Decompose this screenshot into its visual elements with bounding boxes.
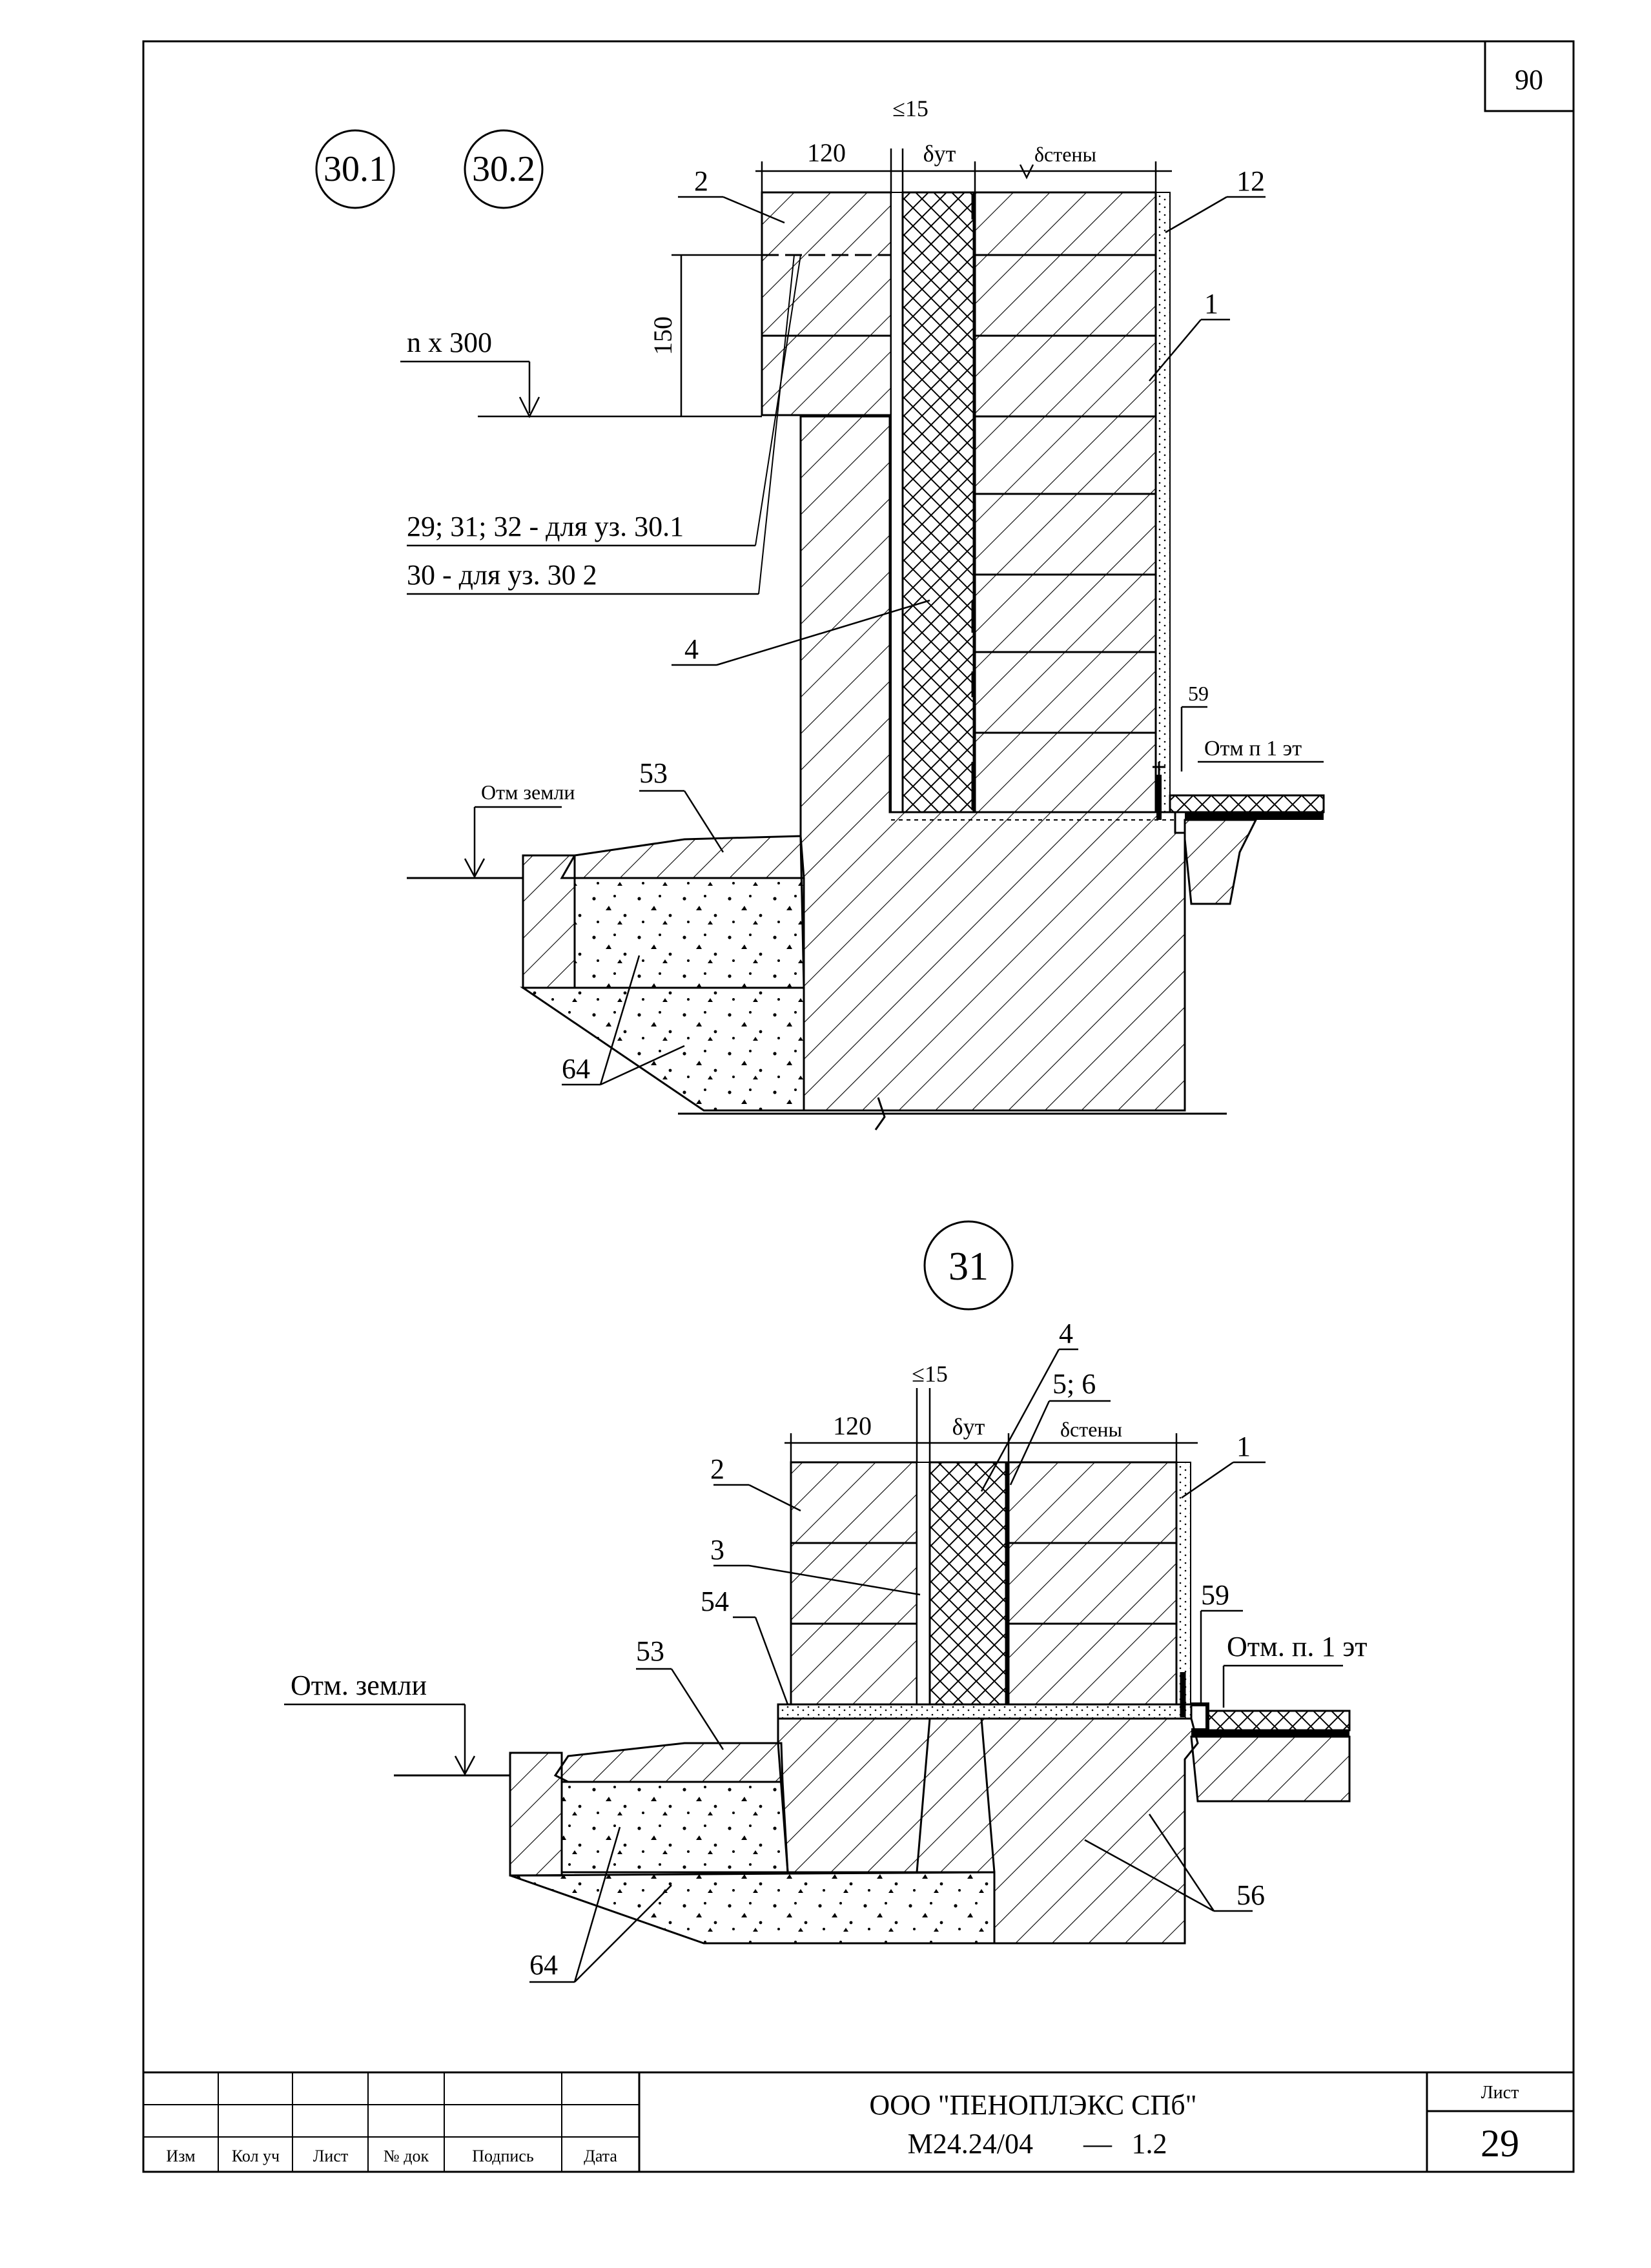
pos-53: 53 <box>636 1635 664 1667</box>
pos-3: 3 <box>710 1534 724 1566</box>
floor-slab <box>1191 1730 1349 1737</box>
mortar-bed <box>777 1703 1193 1720</box>
node-bottom: 31 <box>284 1220 1368 1983</box>
pos-1: 1 <box>1236 1431 1251 1462</box>
title-col-kol-uch: Кол уч <box>232 2147 280 2165</box>
title-col-signature: Подпись <box>472 2147 534 2165</box>
company-name: ООО "ПЕНОПЛЭКС СПб" <box>869 2089 1196 2121</box>
node-marker-31 <box>923 1220 1014 1311</box>
dim-facing: 120 <box>833 1411 872 1440</box>
floor-mark: Отм п 1 эт <box>1204 737 1302 761</box>
pos-1: 1 <box>1204 288 1218 320</box>
pos-2: 2 <box>710 1453 724 1485</box>
title-block <box>143 2071 1574 2172</box>
insulation-layer <box>928 1461 1009 1706</box>
inner-masonry-wall <box>974 191 1157 813</box>
dim-insulation: δут <box>952 1414 985 1440</box>
floor-beam <box>1184 819 1258 905</box>
pos-56: 56 <box>1236 1879 1265 1911</box>
node-marker-30-2 <box>464 129 544 209</box>
node-marker-31-label: 31 <box>949 1245 989 1289</box>
title-col-date: Дата <box>584 2147 617 2165</box>
dim-vertical-150: 150 <box>648 316 677 355</box>
sheet-number: 29 <box>1481 2122 1519 2165</box>
ground-mark: Отм земли <box>481 781 575 804</box>
sand-backfill <box>560 1781 789 1874</box>
gravel-base <box>520 986 805 1112</box>
air-gap <box>890 192 903 813</box>
node-marker-30-2-label: 30.2 <box>472 149 535 189</box>
dim-max-gap: ≤15 <box>912 1361 948 1387</box>
doc-suffix: 1.2 <box>1132 2128 1167 2160</box>
ground-mark: Отм. земли <box>291 1670 427 1701</box>
floor-beam <box>1190 1735 1351 1803</box>
top-dim-chain <box>755 148 1172 194</box>
blind-area <box>553 1742 784 1783</box>
node-marker-30-1 <box>315 129 395 209</box>
floor-mark: Отм. п. 1 эт <box>1227 1631 1368 1662</box>
pos-4: 4 <box>1059 1318 1073 1349</box>
pos-4: 4 <box>684 633 699 665</box>
sheet-label: Лист <box>1481 2083 1519 2103</box>
blind-area-curb <box>522 854 576 989</box>
pos-12: 12 <box>1236 165 1265 197</box>
doc-dash: — <box>1083 2128 1113 2160</box>
pos-59: 59 <box>1201 1579 1229 1611</box>
pos-64: 64 <box>529 1949 558 1981</box>
facing-brick-wall <box>761 191 892 416</box>
floor-insulation <box>1169 794 1325 813</box>
note-2: 30 - для уз. 30 2 <box>407 559 597 591</box>
bottom-dim-chain <box>784 1388 1198 1462</box>
sand-backfill <box>573 877 805 989</box>
insulation-layer <box>901 191 975 813</box>
pos-54: 54 <box>701 1586 729 1617</box>
dim-max-gap: ≤15 <box>892 96 928 121</box>
sheet-corner-number: 90 <box>1515 64 1543 96</box>
note-1: 29; 31; 32 - для уз. 30.1 <box>407 511 684 542</box>
title-col-izm: Изм <box>166 2147 195 2165</box>
title-col-list: Лист <box>313 2147 348 2165</box>
blind-area-curb <box>509 1752 563 1877</box>
blind-area <box>560 835 805 879</box>
sheet-frame <box>142 40 1575 2173</box>
internal-plaster <box>1176 1462 1191 1705</box>
pos-64: 64 <box>562 1053 590 1085</box>
gravel-base <box>509 1871 996 1945</box>
floor-insulation <box>1206 1710 1351 1732</box>
pos-53: 53 <box>639 757 668 789</box>
air-gap <box>916 1462 930 1705</box>
pos-5-6: 5; 6 <box>1052 1368 1096 1400</box>
floor-slab <box>1185 812 1324 820</box>
pos-2: 2 <box>694 165 708 197</box>
doc-number: М24.24/04 <box>908 2128 1033 2160</box>
dim-wall: δстены <box>1060 1418 1122 1441</box>
node-top: 30.1 30.2 <box>315 96 1325 1130</box>
internal-plaster <box>1155 192 1171 813</box>
dim-facing: 120 <box>807 138 846 167</box>
label-n-x-300: n x 300 <box>407 327 492 358</box>
dim-insulation: δут <box>923 141 956 167</box>
pos-59: 59 <box>1188 682 1209 705</box>
title-col-doc: № док <box>384 2147 429 2165</box>
node-marker-30-1-label: 30.1 <box>323 149 387 189</box>
dim-wall: δстены <box>1034 143 1096 166</box>
inner-masonry-wall <box>1007 1461 1178 1706</box>
